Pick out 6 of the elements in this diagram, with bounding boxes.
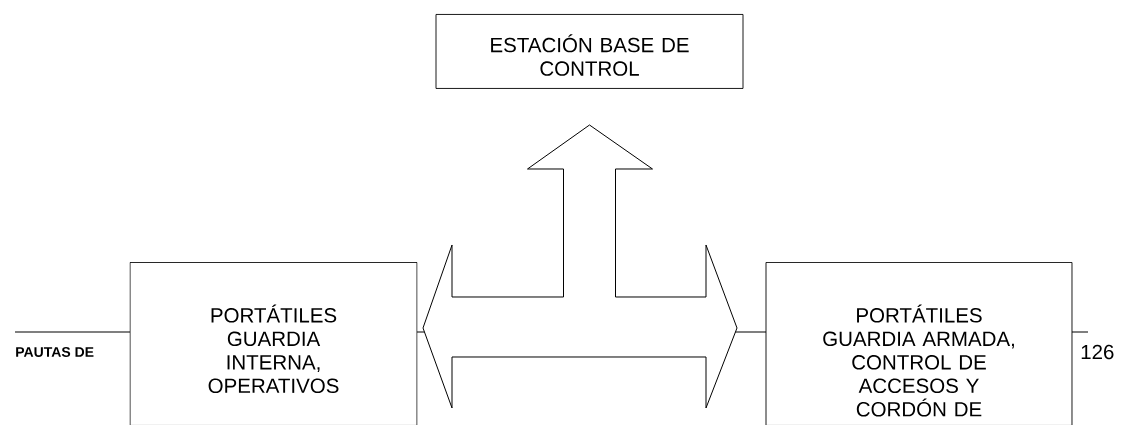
text-box: PORTÁTILES GUARDIA INTERNA, OPERATIVOS	[129, 262, 418, 425]
node-label: PORTÁTILES GUARDIA ARMADA, CONTROL DE ACCESOS Y CORDÓN DE	[823, 304, 1014, 417]
text-box: ESTACIÓN BASE DE CONTROL	[435, 14, 744, 89]
footer-text: PAUTAS DE	[16, 347, 94, 357]
text-box: PORTÁTILES GUARDIA ARMADA, CONTROL DE ACCESOS Y CORDÓN DE	[765, 262, 1073, 425]
block-arrow	[422, 124, 738, 409]
